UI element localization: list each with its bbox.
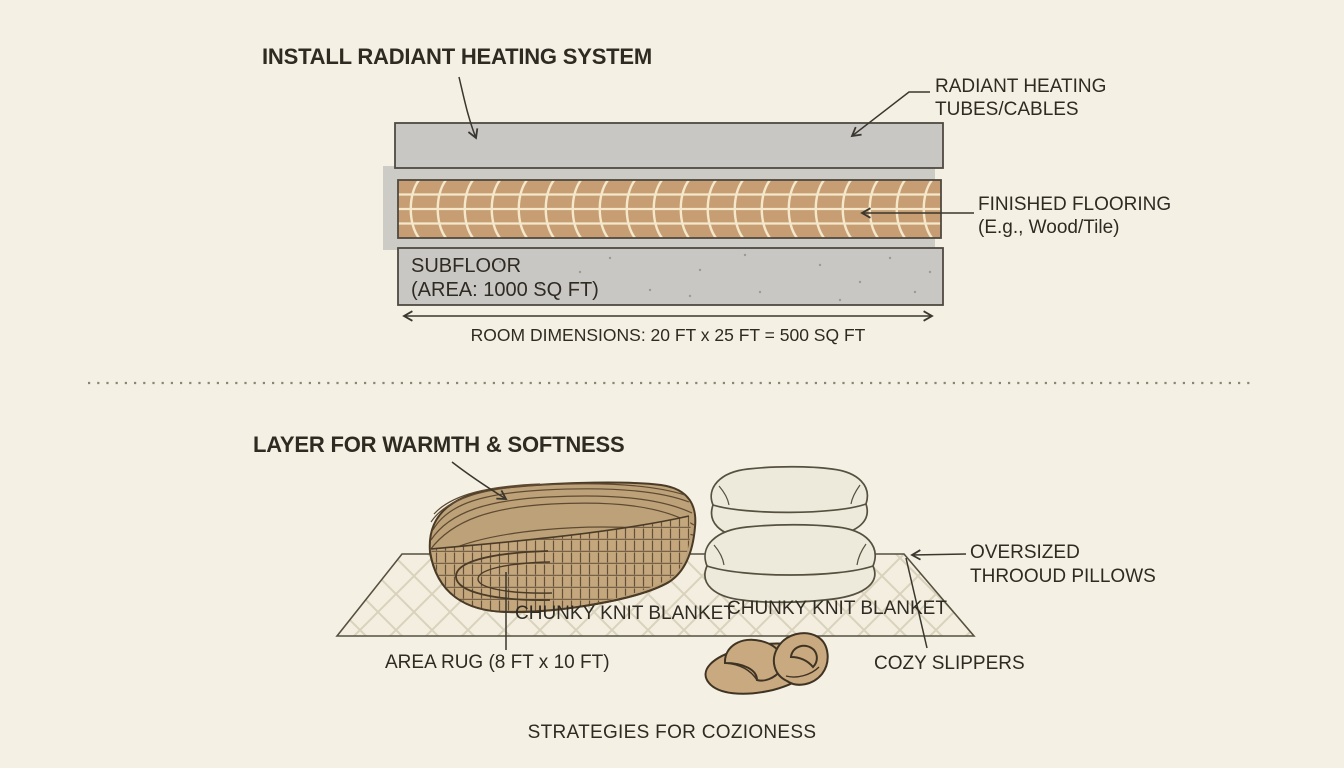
- chunky-knit-blanket-illustration: [428, 481, 697, 614]
- blanket-knit-band: [431, 516, 691, 613]
- tubes-label: RADIANT HEATING TUBES/CABLES: [935, 75, 1106, 121]
- pillow-bottom: [704, 523, 876, 604]
- top-section-title: INSTALL RADIANT HEATING SYSTEM: [262, 44, 653, 69]
- area-rug-label: AREA RUG (8 FT x 10 FT): [385, 652, 610, 673]
- pillows-label-line2: THROOUD PILLOWS: [970, 566, 1156, 587]
- blanket-label-left: CHUNKY KNIT BLANKET: [515, 603, 735, 624]
- tubes-label-line2: TUBES/CABLES: [935, 99, 1079, 120]
- bottom-section-title: LAYER FOR WARMTH & SOFTNESS: [253, 432, 625, 457]
- pillows-label-line1: OVERSIZED: [970, 542, 1080, 563]
- room-dimensions-label: ROOM DIMENSIONS: 20 FT x 25 FT = 500 SQ …: [470, 325, 866, 345]
- throw-pillows-illustration: [704, 465, 876, 604]
- arrow-title-to-heating-slab: [458, 76, 479, 140]
- subfloor-slab: [397, 247, 944, 306]
- subfloor-speckles: [468, 253, 932, 302]
- subfloor-label: SUBFLOOR (AREA: 1000 SQ FT): [411, 254, 599, 302]
- leader-pillows-label: [910, 549, 967, 561]
- bottom-caption: STRATEGIES FOR COZIONESS: [527, 722, 817, 743]
- finished-flooring-layer: [397, 179, 942, 239]
- flooring-label: FINISHED FLOORING (E.g., Wood/Tile): [978, 193, 1171, 239]
- slipper-right-heel: [789, 644, 818, 669]
- blanket-roll-inner: [477, 561, 553, 594]
- subfloor-label-line2: (AREA: 1000 SQ FT): [411, 279, 599, 301]
- slippers-illustration: [704, 632, 829, 695]
- flooring-label-line1: FINISHED FLOORING: [978, 194, 1172, 215]
- slippers-label: COZY SLIPPERS: [874, 653, 1025, 674]
- pillows-label: OVERSIZED THROOUD PILLOWS: [970, 541, 1156, 589]
- tubes-label-line1: RADIANT HEATING: [935, 76, 1107, 97]
- subfloor-label-line1: SUBFLOOR: [411, 255, 522, 277]
- blanket-label-right: CHUNKY KNIT BLANKET: [727, 598, 947, 619]
- flooring-label-line2: (E.g., Wood/Tile): [978, 217, 1120, 238]
- leader-slippers-label: [905, 557, 928, 649]
- arrow-title-to-blanket: [451, 461, 508, 500]
- leader-tubes-label: [850, 91, 930, 138]
